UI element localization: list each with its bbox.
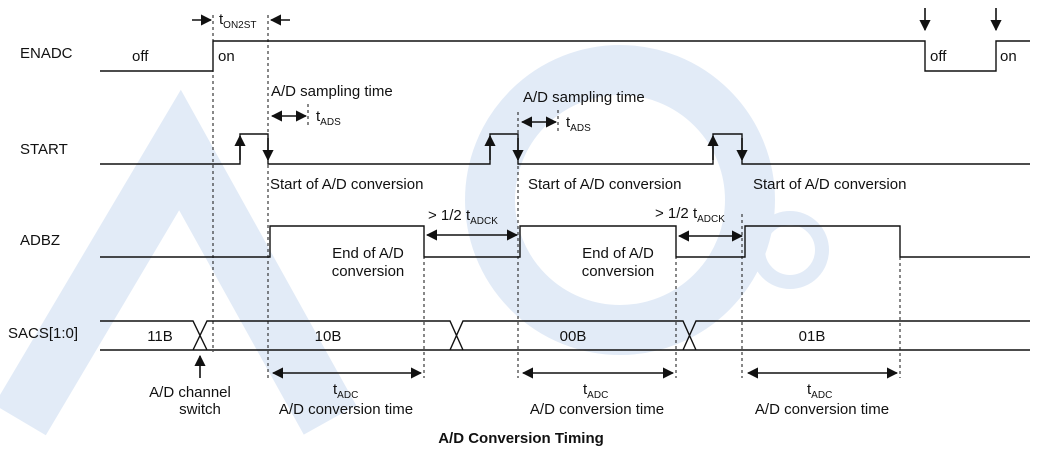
sacs-value-00b: 00B	[560, 328, 587, 345]
enadc-state-off: off	[132, 48, 149, 65]
signal-label-enadc: ENADC	[20, 45, 73, 62]
end-conversion-label-2b: conversion	[582, 263, 655, 280]
end-conversion-label-1a: End of A/D	[332, 245, 404, 262]
signal-label-start: START	[20, 141, 68, 158]
enadc-state-off-late: off	[930, 48, 947, 65]
sacs-value-01b: 01B	[799, 328, 826, 345]
channel-switch-label-1: A/D channel	[149, 384, 231, 401]
t-adc-label-2: tADC	[583, 381, 608, 401]
start-waveform	[100, 133, 1030, 165]
t-on2st-label: tON2ST	[219, 11, 257, 31]
end-conversion-label-1b: conversion	[332, 263, 405, 280]
t-ads-label-1: tADS	[316, 108, 341, 128]
diagram-title: A/D Conversion Timing	[438, 430, 604, 447]
half-t-adck-label-1: > 1/2 tADCK	[428, 207, 498, 227]
sacs-bus	[100, 320, 1030, 351]
sampling-time-label-1: A/D sampling time	[271, 83, 393, 100]
sampling-time-label-2: A/D sampling time	[523, 89, 645, 106]
start-conversion-label-2: Start of A/D conversion	[528, 176, 681, 193]
signal-label-sacs: SACS[1:0]	[8, 325, 78, 342]
end-conversion-label-2a: End of A/D	[582, 245, 654, 262]
start-conversion-label-1: Start of A/D conversion	[270, 176, 423, 193]
timing-guides	[212, 15, 901, 378]
channel-switch-label-2: switch	[179, 401, 221, 418]
t-ads-label-2: tADS	[566, 114, 591, 134]
sacs-value-11b: 11B	[147, 328, 173, 345]
conversion-time-label-3: A/D conversion time	[755, 401, 889, 418]
t-adc-label-3: tADC	[807, 381, 832, 401]
enadc-state-on-late: on	[1000, 48, 1017, 65]
signal-label-adbz: ADBZ	[20, 232, 60, 249]
conversion-time-label-1: A/D conversion time	[279, 401, 413, 418]
enadc-state-on: on	[218, 48, 235, 65]
half-t-adck-label-2: > 1/2 tADCK	[655, 205, 725, 225]
conversion-time-label-2: A/D conversion time	[530, 401, 664, 418]
adbz-waveform	[100, 225, 1030, 258]
t-adc-label-1: tADC	[333, 381, 358, 401]
start-conversion-label-3: Start of A/D conversion	[753, 176, 906, 193]
sacs-value-10b: 10B	[315, 328, 342, 345]
watermark	[0, 45, 829, 436]
